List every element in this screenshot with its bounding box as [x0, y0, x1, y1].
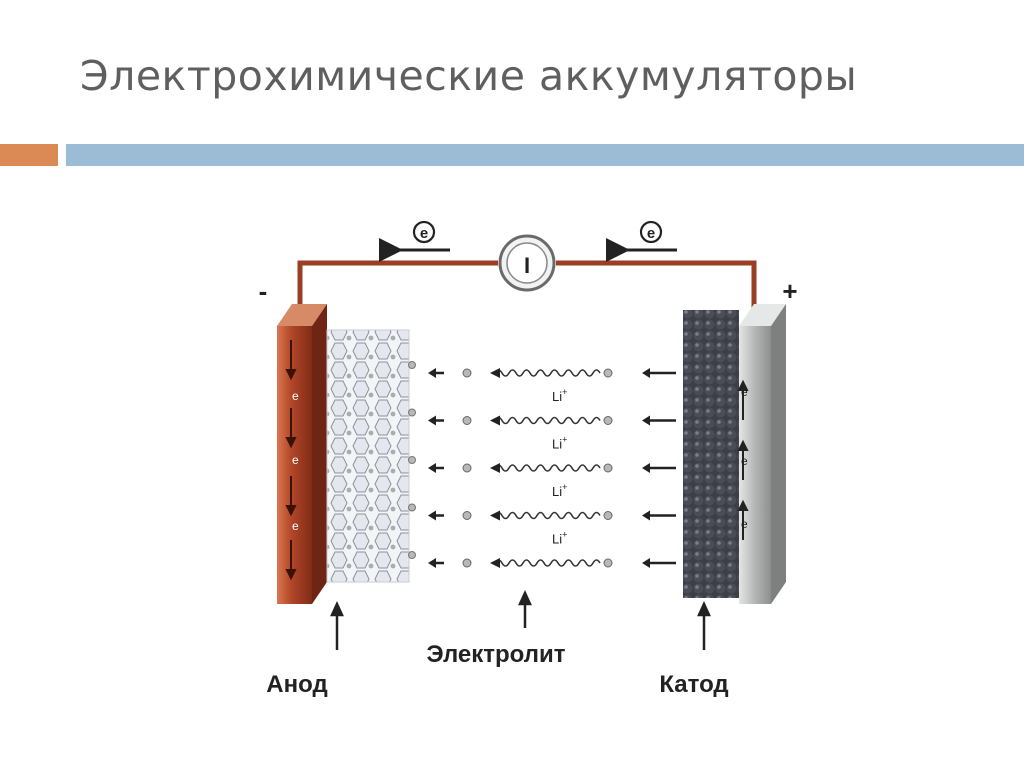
pointer-arrows: [330, 589, 711, 650]
arrow-left-icon: [490, 415, 500, 426]
ion-flow-rows: Li+ Li+ Li+ Li+: [408, 361, 676, 568]
electron-right-label: e: [647, 225, 655, 242]
slide-title: Электрохимические аккумуляторы: [80, 52, 858, 100]
ion-label: Li+: [552, 482, 567, 499]
arrow-up-icon: [518, 589, 532, 606]
ammeter-icon: I: [498, 234, 556, 292]
ion-dot: [462, 416, 472, 425]
ion-dot: [408, 361, 416, 369]
arrow-left-icon: [490, 368, 500, 378]
cathode-electron-label: e: [741, 385, 748, 399]
ion-dot: [462, 463, 472, 473]
ion-charge: +: [562, 387, 567, 397]
minus-terminal-label: -: [259, 276, 268, 306]
arrow-left-icon: [428, 463, 444, 473]
accent-bar-orange: [0, 144, 58, 166]
arrow-left-icon: [490, 558, 500, 568]
ion-dot: [408, 551, 416, 559]
ion-dot: [603, 558, 613, 568]
arrow-left-icon: [642, 463, 676, 473]
ion-row: [408, 551, 676, 568]
arrow-left-icon: [642, 510, 676, 521]
ion-dot: [603, 368, 613, 378]
meter-label: I: [524, 253, 530, 278]
arrow-up-icon: [330, 600, 344, 617]
ion-row: Li+: [408, 361, 676, 404]
ion-dot: [408, 456, 416, 464]
ion-path: [494, 416, 601, 425]
ion-label: Li+: [552, 435, 567, 452]
arrow-left-icon: [428, 368, 444, 378]
cathode-electron-label: e: [741, 517, 748, 531]
external-wire: [297, 260, 757, 308]
arrow-left-icon: [642, 415, 676, 426]
ion-dot: [408, 503, 416, 512]
ion-charge: +: [562, 530, 567, 540]
ion-charge: +: [562, 435, 567, 445]
ion-row: Li+: [408, 456, 676, 499]
anode-electron-label: e: [292, 389, 299, 403]
plus-terminal-label: +: [782, 276, 797, 306]
ion-path: [494, 511, 601, 520]
ion-charge: +: [562, 482, 567, 492]
ion-label: Li+: [552, 387, 567, 404]
anode-electron-label: e: [292, 519, 299, 533]
electron-flow-left: e: [379, 220, 450, 262]
anode-electron-label: e: [292, 453, 299, 467]
ion-path: [494, 559, 601, 567]
ion-dot: [603, 511, 613, 520]
cathode-oxide-layer: [683, 310, 739, 598]
electrolyte-label: Электролит: [427, 641, 566, 668]
arrow-up-icon: [697, 600, 711, 617]
arrow-left-icon: [428, 510, 444, 521]
cathode-electron-label: e: [741, 454, 748, 468]
anode-label: Анод: [266, 671, 327, 698]
ion-dot: [462, 511, 472, 520]
anode-electron-arrows: [285, 340, 297, 581]
ion-dot: [462, 558, 472, 568]
electron-left-label: e: [420, 225, 428, 242]
cathode-electron-arrows: [737, 379, 749, 540]
arrow-left-icon: [642, 368, 676, 378]
ion-row: Li+: [408, 503, 676, 547]
arrow-left-icon: [428, 558, 444, 568]
arrow-left-icon: [642, 558, 676, 568]
cathode-plate: [739, 304, 786, 604]
anode-plate: [277, 304, 327, 604]
arrow-left-icon: [490, 510, 500, 521]
accent-bar-blue: [66, 144, 1024, 166]
ion-dot: [408, 408, 416, 417]
anode-graphite-layer: [326, 329, 410, 583]
ion-dot: [603, 463, 613, 473]
ion-path: [494, 464, 601, 472]
arrow-left-icon: [428, 415, 444, 426]
ion-row: Li+: [408, 408, 676, 452]
ion-dot: [603, 416, 613, 425]
ion-label: Li+: [552, 530, 567, 547]
ion-path: [494, 369, 601, 377]
ion-dot: [462, 368, 472, 378]
cathode-label: Катод: [659, 671, 728, 698]
arrow-left-icon: [490, 463, 500, 473]
electron-flow-right: e: [606, 220, 677, 262]
